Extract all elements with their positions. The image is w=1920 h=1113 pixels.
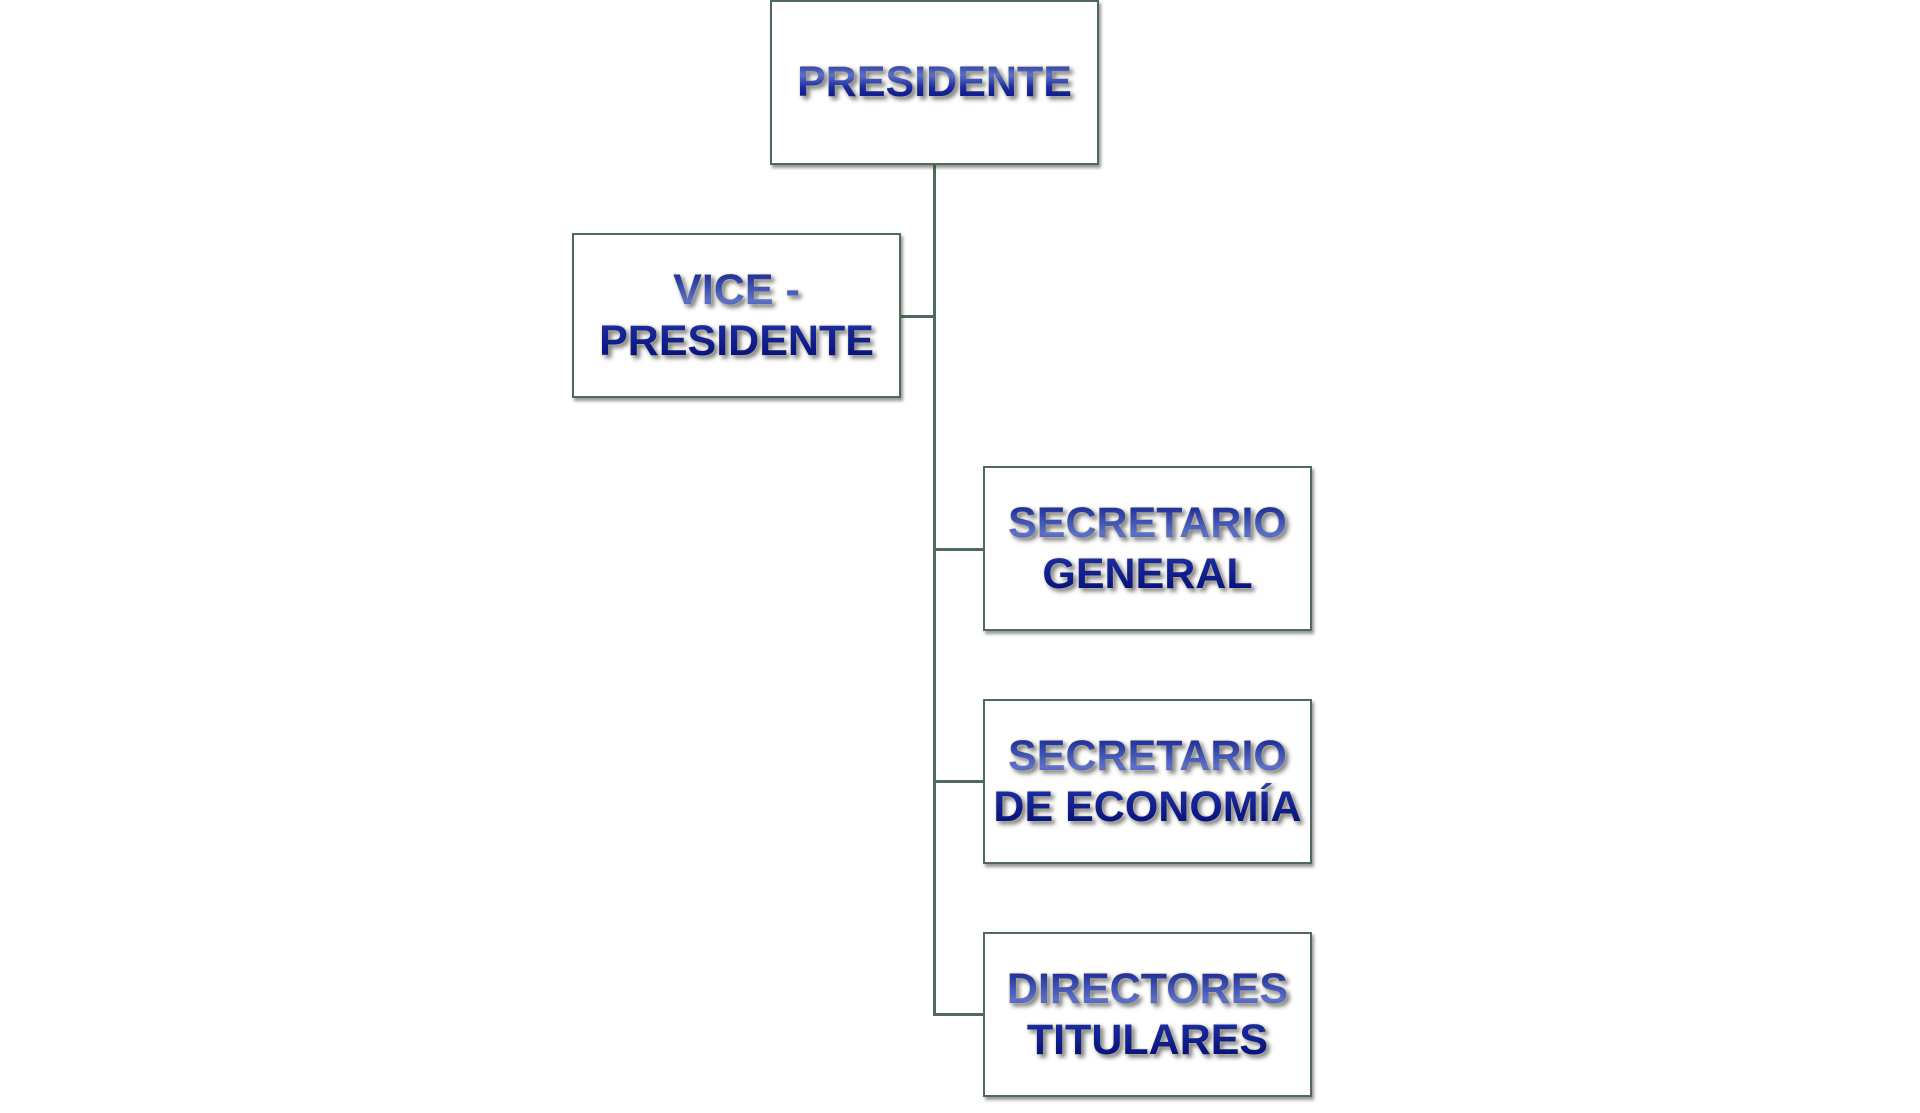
label-line: VICE - (673, 265, 800, 314)
connector-vice-president (901, 315, 935, 318)
connector-secretario-economia (934, 780, 983, 783)
label-line: DE ECONOMÍA (993, 782, 1302, 831)
label-line: TITULARES (1026, 1015, 1269, 1064)
label-line: GENERAL (1042, 549, 1253, 598)
node-label: VICE - PRESIDENTE (599, 265, 874, 367)
node-label: DIRECTORES TITULARES (1007, 964, 1288, 1066)
node-secretario-economia: SECRETARIO DE ECONOMÍA (983, 699, 1312, 864)
label-line: PRESIDENTE (599, 316, 874, 365)
node-label: PRESIDENTE (797, 58, 1072, 106)
node-label: SECRETARIO GENERAL (1008, 498, 1287, 600)
node-directores-titulares: DIRECTORES TITULARES (983, 932, 1312, 1097)
connector-secretario-general (934, 548, 983, 551)
label-line: SECRETARIO (1008, 731, 1287, 780)
label-line: SECRETARIO (1008, 498, 1287, 547)
connector-trunk (933, 165, 936, 1016)
node-president: PRESIDENTE (770, 0, 1099, 165)
node-secretario-general: SECRETARIO GENERAL (983, 466, 1312, 631)
node-label: SECRETARIO DE ECONOMÍA (993, 731, 1301, 833)
node-vice-president: VICE - PRESIDENTE (572, 233, 901, 398)
connector-directores (934, 1013, 983, 1016)
label-line: DIRECTORES (1006, 964, 1289, 1013)
